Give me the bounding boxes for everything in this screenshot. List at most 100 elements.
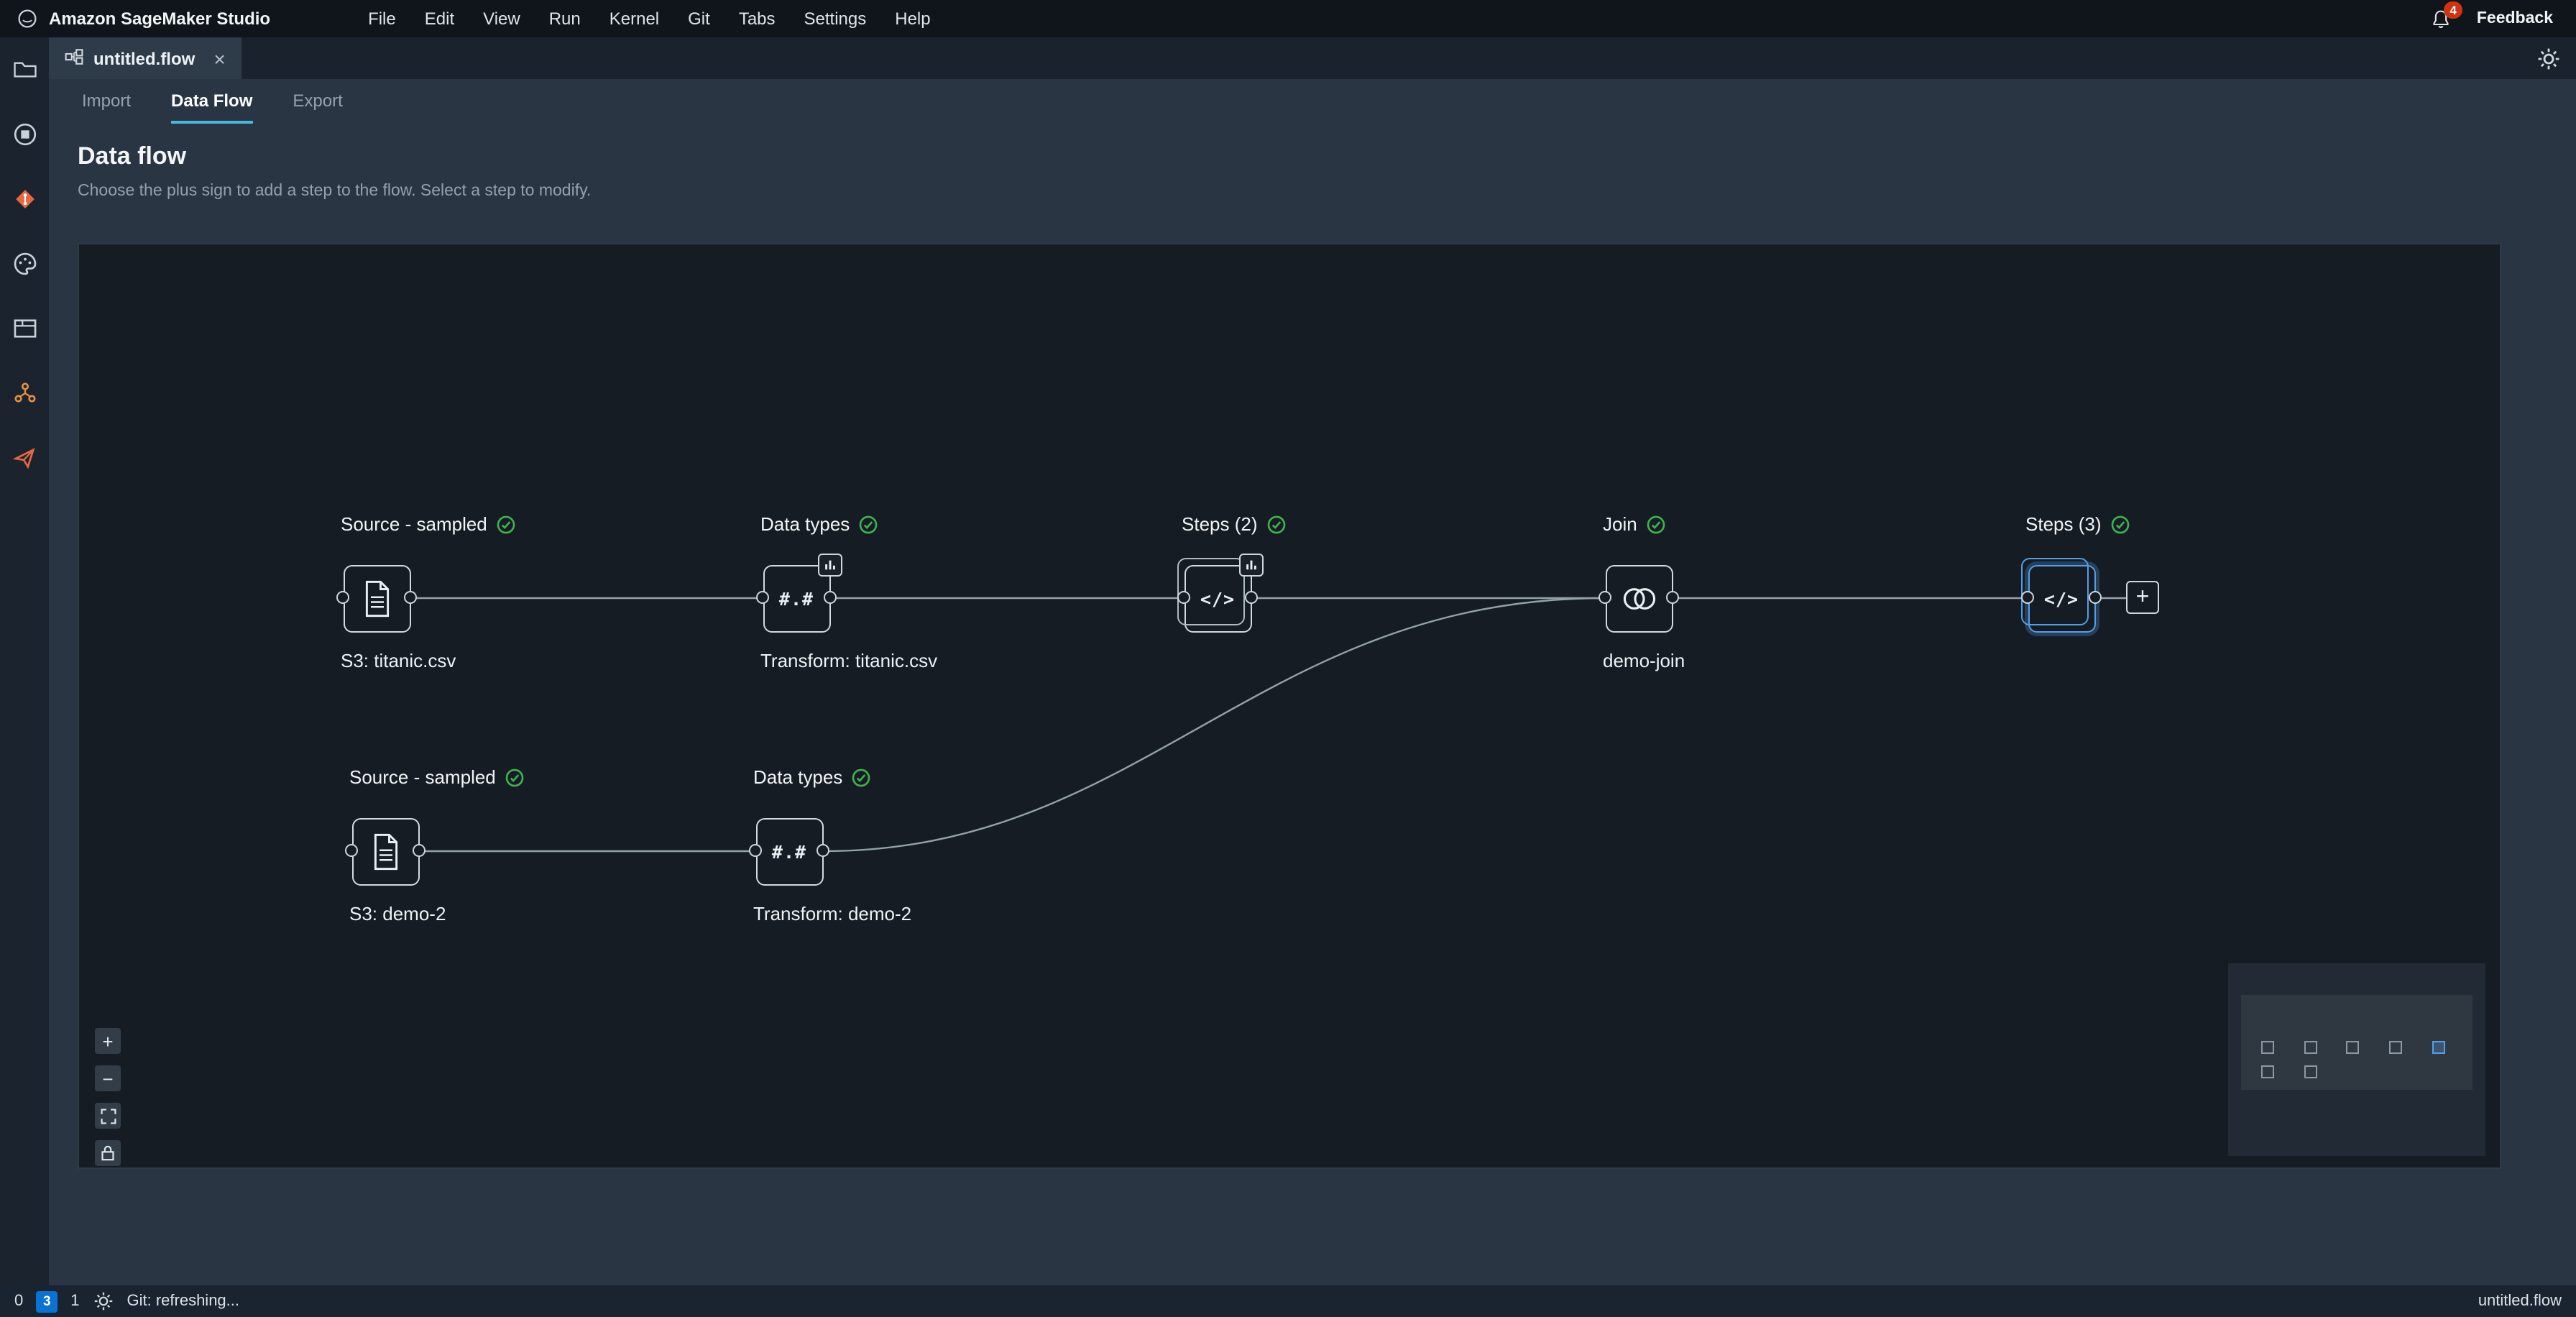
- flow-node-steps-2-2[interactable]: </>: [1177, 553, 1263, 632]
- analysis-chart-icon: [824, 560, 834, 570]
- menu-item-git[interactable]: Git: [688, 9, 710, 29]
- add-step-button[interactable]: +: [2126, 581, 2159, 614]
- node-port-right[interactable]: [1666, 591, 1680, 605]
- lock-button[interactable]: [95, 1140, 121, 1166]
- main-area: untitled.flow × Import Data Flow Export Da…: [49, 37, 2576, 1285]
- node-port-right[interactable]: [1245, 591, 1259, 605]
- menu-item-file[interactable]: File: [368, 9, 396, 29]
- tab-data-flow[interactable]: Data Flow: [171, 91, 253, 124]
- close-tab-icon[interactable]: ×: [213, 47, 226, 70]
- menu-item-tabs[interactable]: Tabs: [738, 9, 776, 29]
- flow-node-source-sampled-0[interactable]: [336, 564, 418, 632]
- tab-export[interactable]: Export: [293, 91, 343, 111]
- tab-untitled-flow[interactable]: untitled.flow ×: [49, 37, 242, 79]
- node-port-right[interactable]: [404, 591, 418, 605]
- code-glyph: </>: [2043, 587, 2079, 609]
- node-title-text: Data types: [760, 513, 850, 535]
- tab-import[interactable]: Import: [82, 91, 132, 111]
- minimap[interactable]: [2228, 963, 2485, 1156]
- menu-item-help[interactable]: Help: [895, 9, 931, 29]
- app-title: Amazon SageMaker Studio: [49, 9, 271, 29]
- fit-screen-button[interactable]: [95, 1103, 121, 1129]
- menu-item-edit[interactable]: Edit: [424, 9, 455, 29]
- aws-logo-icon[interactable]: [17, 9, 37, 29]
- node-sublabel: S3: titanic.csv: [341, 650, 456, 671]
- status-left-count: 0: [14, 1293, 24, 1310]
- datatypes-glyph: #.#: [778, 587, 814, 609]
- menu-item-kernel[interactable]: Kernel: [609, 9, 660, 29]
- zoom-in-button[interactable]: +: [95, 1028, 121, 1054]
- notifications-button[interactable]: 4: [2431, 1, 2462, 29]
- dataset-file-icon: [373, 832, 397, 870]
- file-browser-icon[interactable]: [9, 55, 40, 83]
- running-instances-icon[interactable]: [9, 119, 40, 148]
- commands-palette-icon[interactable]: [9, 249, 40, 277]
- status-complete-icon: [2111, 515, 2129, 533]
- node-port-right[interactable]: [413, 844, 426, 858]
- menu-item-view[interactable]: View: [483, 9, 520, 29]
- node-sublabel: S3: demo-2: [349, 903, 446, 924]
- open-tabs-icon[interactable]: [9, 313, 40, 342]
- status-complete-icon: [497, 515, 515, 533]
- node-sublabel: demo-join: [1603, 650, 1685, 671]
- dataset-file-icon: [364, 579, 389, 617]
- menubar-right: 4 Feedback: [2431, 1, 2576, 29]
- flow-node-data-types-6[interactable]: #.#: [748, 817, 830, 885]
- analysis-chart-icon: [1246, 560, 1256, 570]
- notification-badge: 4: [2444, 1, 2462, 18]
- status-filename: untitled.flow: [2478, 1293, 2562, 1310]
- node-port-left[interactable]: [1598, 591, 1611, 605]
- node-port-right[interactable]: [816, 844, 830, 858]
- refresh-status-icon[interactable]: [93, 1290, 114, 1312]
- flow-node-source-sampled-5[interactable]: [344, 817, 426, 885]
- node-port-left[interactable]: [336, 591, 349, 605]
- node-title-text: Source - sampled: [341, 513, 487, 535]
- node-port-right[interactable]: [2089, 591, 2102, 605]
- flow-editor-panel: Import Data Flow Export Data flow Choose t…: [49, 79, 2576, 1285]
- settings-gear-icon[interactable]: [2537, 37, 2576, 79]
- flow-node-data-types-1[interactable]: #.#: [755, 553, 842, 632]
- page-subtitle: Choose the plus sign to add a step to th…: [78, 183, 592, 200]
- node-title-text: Steps (3): [2025, 513, 2102, 535]
- chart-badge[interactable]: [1238, 553, 1263, 576]
- canvas-zoom-controls: + −: [95, 1028, 121, 1166]
- node-sublabel: Transform: demo-2: [753, 903, 912, 924]
- activity-sidebar: [0, 37, 49, 1285]
- node-port-left[interactable]: [344, 844, 358, 858]
- node-port-left[interactable]: [2020, 591, 2034, 605]
- minimap-node: [2432, 1040, 2444, 1053]
- terminal-count-badge[interactable]: 3: [36, 1290, 58, 1312]
- page-title: Data flow: [78, 142, 187, 170]
- chart-badge[interactable]: [817, 553, 842, 576]
- menu-item-run[interactable]: Run: [548, 9, 581, 29]
- code-glyph: </>: [1200, 587, 1236, 609]
- node-port-left[interactable]: [755, 591, 769, 605]
- node-port-left[interactable]: [1177, 591, 1190, 605]
- node-port-left[interactable]: [748, 844, 762, 858]
- pipelines-icon[interactable]: [9, 443, 40, 472]
- node-title: Source - sampled: [349, 766, 525, 788]
- status-complete-icon: [852, 768, 870, 786]
- clusters-icon[interactable]: [9, 378, 40, 407]
- minimap-node: [2304, 1040, 2317, 1053]
- menu-items: File Edit View Run Kernel Git Tabs Settings Help: [354, 0, 945, 37]
- git-icon[interactable]: [9, 184, 40, 213]
- flow-node-steps-3-4[interactable]: </>: [2020, 557, 2102, 632]
- node-title: Source - sampled: [341, 513, 516, 535]
- tab-strip: untitled.flow ×: [49, 37, 2576, 79]
- zoom-out-button[interactable]: −: [95, 1065, 121, 1091]
- status-complete-icon: [859, 515, 878, 533]
- node-title: Steps (2): [1182, 513, 1287, 535]
- flow-node-join-3[interactable]: [1598, 564, 1680, 632]
- git-status-text: Git: refreshing...: [126, 1293, 240, 1310]
- feedback-button[interactable]: Feedback: [2476, 10, 2553, 27]
- node-port-right[interactable]: [824, 591, 837, 605]
- node-title: Data types: [753, 766, 871, 788]
- node-title: Join: [1603, 513, 1666, 535]
- menu-item-settings[interactable]: Settings: [804, 9, 867, 29]
- status-complete-icon: [1267, 515, 1285, 533]
- node-sublabel: Transform: titanic.csv: [760, 650, 938, 671]
